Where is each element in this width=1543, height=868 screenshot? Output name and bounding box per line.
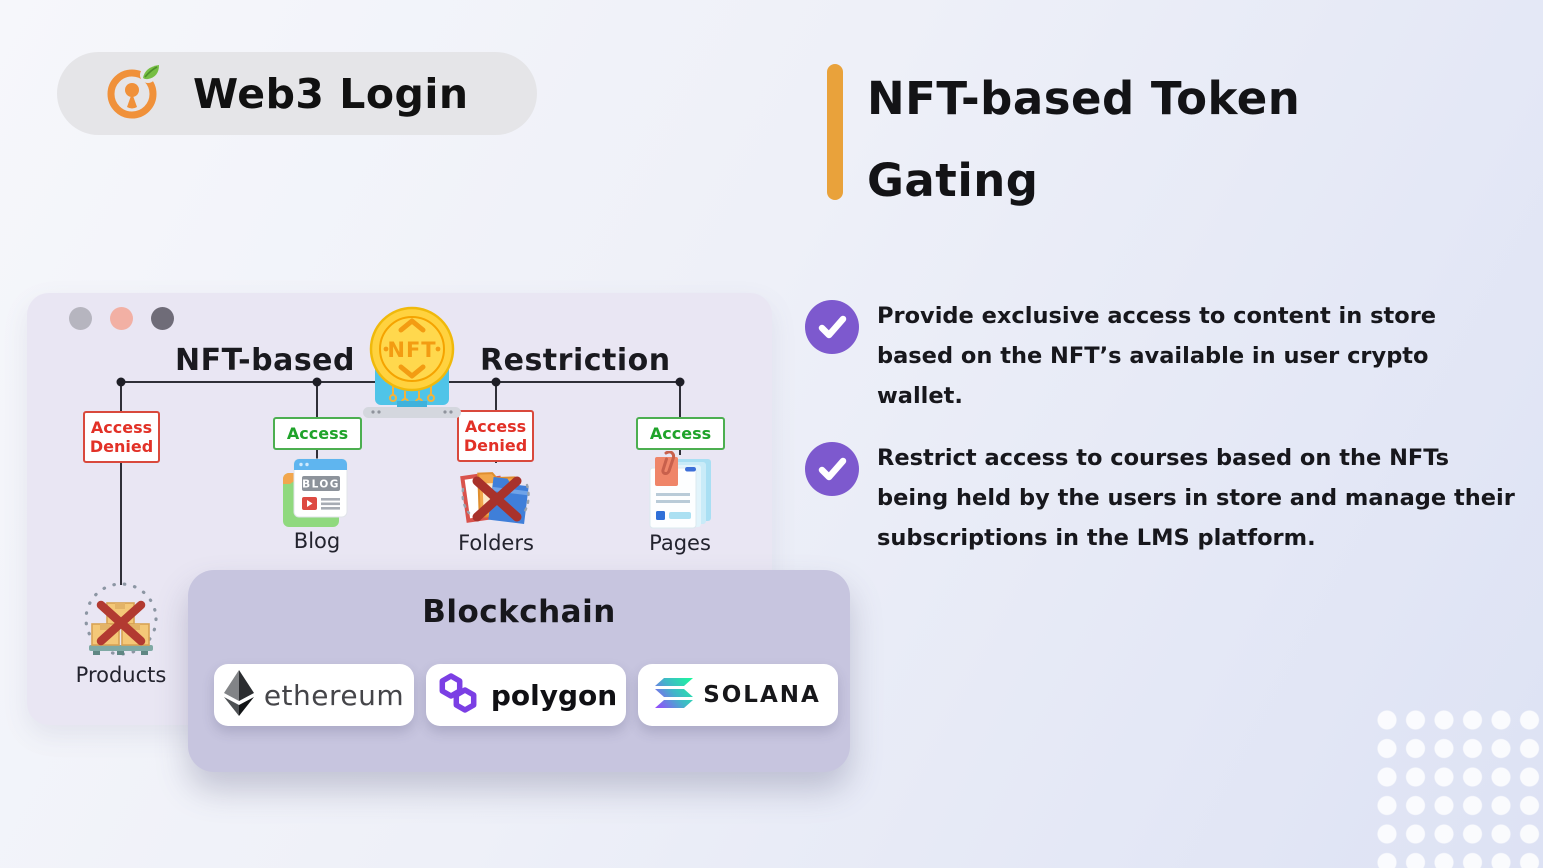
target-label-blog: Blog <box>293 529 341 553</box>
web3-login-icon <box>101 61 163 127</box>
feature-item-exclusive-access: Provide exclusive access to content in s… <box>805 296 1517 416</box>
window-dot-minimize <box>69 307 92 330</box>
products-icon <box>81 581 161 669</box>
polygon-label: polygon <box>490 678 618 712</box>
dot-pattern-decoration <box>1377 710 1543 868</box>
feature-text: Provide exclusive access to content in s… <box>877 303 1437 409</box>
folders-icon <box>457 459 535 539</box>
status-access-denied: Access Denied <box>457 410 534 462</box>
ethereum-label: ethereum <box>263 678 405 712</box>
window-dot-close <box>110 307 133 330</box>
diagram-heading-left: NFT-based <box>175 343 356 378</box>
blog-icon: BLOG <box>281 457 349 533</box>
web3-login-label: Web3 Login <box>193 69 469 118</box>
nft-coin-icon: NFT <box>357 301 467 423</box>
target-label-products: Products <box>75 663 167 687</box>
checkmark-icon <box>805 442 859 496</box>
status-access: Access <box>273 417 362 450</box>
feature-text: Restrict access to courses based on the … <box>877 445 1515 551</box>
blockchain-card: Blockchain ethereum <box>188 570 850 772</box>
checkmark-icon <box>805 300 859 354</box>
solana-label: SOLANA <box>703 682 821 708</box>
nft-coin-text: NFT <box>387 338 436 362</box>
target-label-pages: Pages <box>649 531 711 555</box>
headline-block: NFT-based Token Gating <box>827 58 1427 222</box>
ethereum-icon <box>223 670 254 720</box>
chain-chip-polygon: polygon <box>426 664 626 726</box>
status-access: Access <box>636 417 725 450</box>
diagram-heading-right: Restriction <box>480 343 671 378</box>
chain-chip-row: ethereum polygon <box>214 664 838 726</box>
blockchain-title: Blockchain <box>422 594 616 630</box>
polygon-icon <box>435 672 481 718</box>
page-title: NFT-based Token Gating <box>867 72 1301 207</box>
feature-item-restrict-access: Restrict access to courses based on the … <box>805 438 1517 558</box>
web3-login-badge: Web3 Login <box>57 52 537 135</box>
headline-accent-bar <box>827 64 843 200</box>
pages-icon <box>641 450 717 535</box>
blog-icon-text: BLOG <box>302 479 340 491</box>
window-dot-maximize <box>151 307 174 330</box>
target-label-folders: Folders <box>458 531 534 555</box>
status-access-denied: Access Denied <box>83 411 160 463</box>
chain-chip-ethereum: ethereum <box>214 664 414 726</box>
solana-icon <box>655 678 694 712</box>
chain-chip-solana: SOLANA <box>638 664 838 726</box>
